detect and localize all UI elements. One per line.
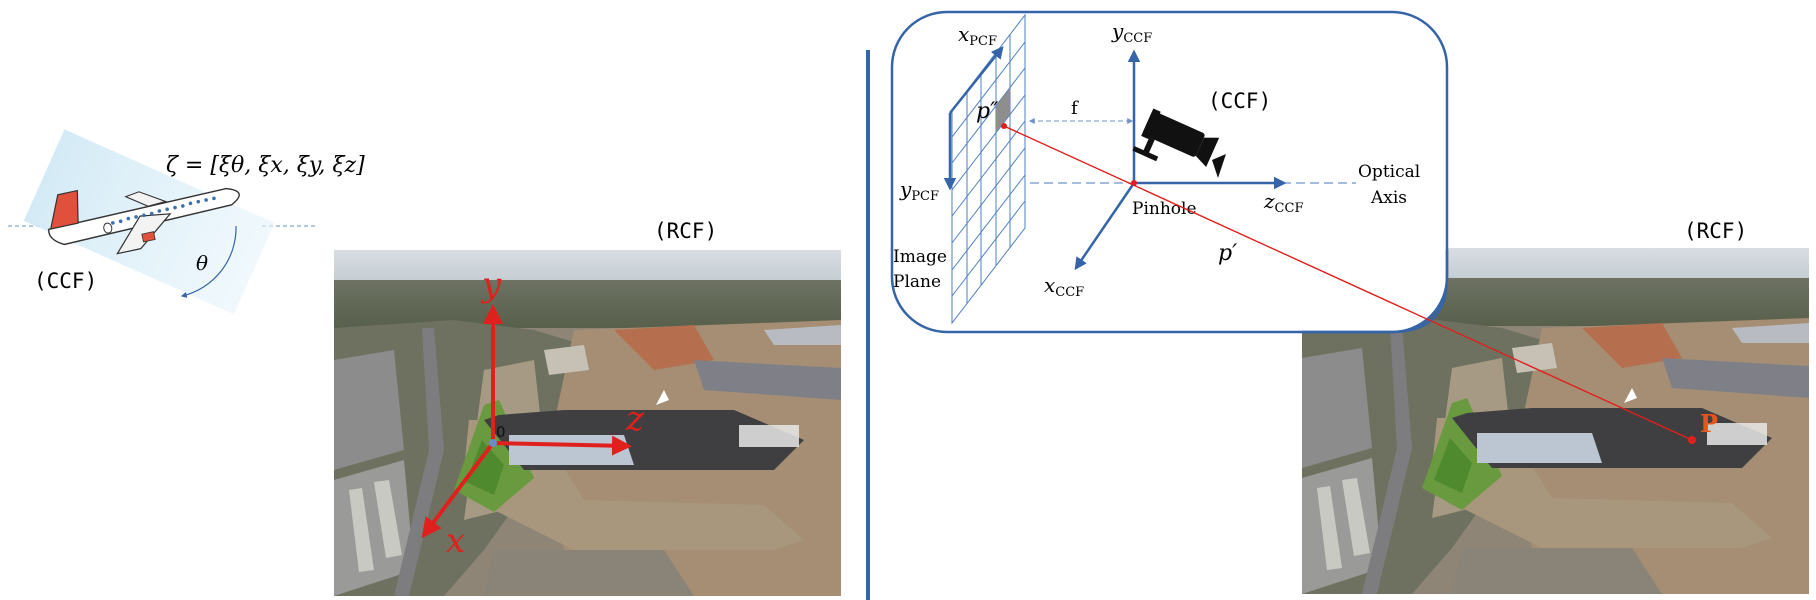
pinhole-label: Pinhole bbox=[1132, 199, 1197, 219]
image-plane-label-1: Image bbox=[893, 247, 947, 267]
axis-x-label: x bbox=[446, 521, 465, 561]
camera-lens-shade bbox=[1212, 154, 1226, 178]
x-pcf-axis-arrow bbox=[949, 46, 1004, 114]
ccf-label-right: (CCF) bbox=[1208, 89, 1271, 113]
ccf-label-left: (CCF) bbox=[34, 269, 97, 293]
world-point-label: P bbox=[1700, 409, 1718, 438]
axis-z-label: z bbox=[625, 399, 645, 439]
y-ccf-label: yCCF bbox=[1111, 19, 1152, 46]
projection-ray bbox=[1003, 125, 1693, 441]
axis-y-label: y bbox=[480, 265, 502, 305]
left-panel: θ ζ = [ξθ, ξx, ξy, ξz] (CCF) (RCF) 0 y z… bbox=[8, 129, 841, 596]
z-ccf-label: zCCF bbox=[1263, 189, 1303, 216]
origin-point bbox=[489, 439, 497, 447]
optical-axis-label-1: Optical bbox=[1358, 162, 1420, 182]
ccf-frame-corner bbox=[1302, 250, 1449, 334]
image-pixel-highlight bbox=[996, 88, 1010, 132]
image-plane-label-2: Plane bbox=[893, 272, 941, 292]
x-pcf-label: xPCF bbox=[958, 22, 997, 49]
security-camera-icon bbox=[1132, 108, 1220, 168]
world-point-p bbox=[1688, 436, 1696, 444]
airplane-icon bbox=[48, 187, 240, 255]
optical-axis-label-2: Axis bbox=[1370, 188, 1407, 208]
x-ccf-axis-arrow bbox=[1074, 182, 1136, 271]
p-prime-label: p′ bbox=[1218, 241, 1237, 266]
x-ccf-label: xCCF bbox=[1044, 273, 1084, 300]
y-pcf-label: yPCF bbox=[899, 177, 939, 204]
rcf-label-left: (RCF) bbox=[654, 219, 717, 243]
rcf-label-right: (RCF) bbox=[1684, 219, 1747, 243]
theta-label: θ bbox=[196, 251, 208, 275]
focal-length-label: f bbox=[1071, 98, 1079, 119]
origin-label: 0 bbox=[496, 423, 506, 441]
axis-x-arrow bbox=[421, 441, 495, 539]
right-panel: (RCF) xPCF yPCF Image Plane bbox=[890, 10, 1809, 594]
image-plane-grid bbox=[951, 13, 1026, 325]
aerial-photo-left bbox=[334, 250, 841, 596]
theta-arc bbox=[180, 225, 237, 298]
zeta-equation: ζ = [ξθ, ξx, ξy, ξz] bbox=[166, 153, 365, 178]
ccf-frame bbox=[890, 10, 1449, 334]
p-double-prime-label: p″ bbox=[976, 99, 999, 124]
axis-z-arrow bbox=[492, 435, 632, 456]
